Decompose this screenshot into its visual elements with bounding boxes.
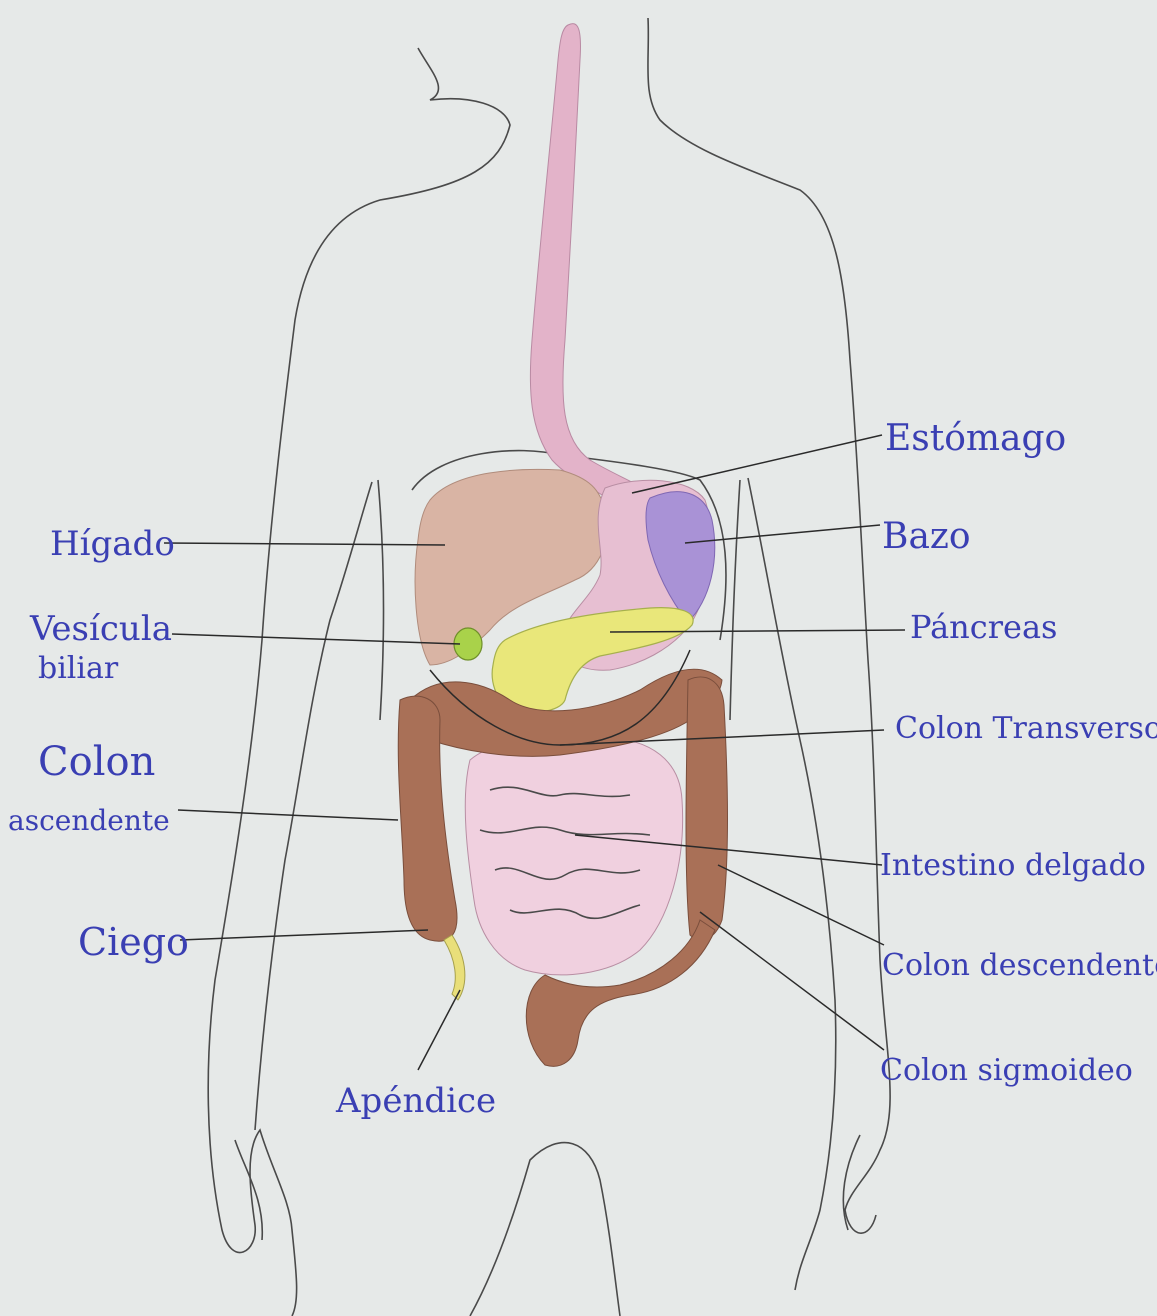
- label-higado: Hígado: [50, 524, 175, 564]
- leader-vesicula: [172, 634, 460, 644]
- leader-ciego: [180, 930, 428, 940]
- leader-higado: [164, 543, 445, 545]
- descending-colon-shape: [686, 677, 728, 940]
- label-ciego: Ciego: [78, 920, 189, 964]
- small-intestine-shape: [465, 737, 682, 975]
- appendix-shape: [444, 935, 465, 1000]
- label-intestino-delgado: Intestino delgado: [880, 848, 1146, 883]
- label-colon-ascendente-line1: Colon: [38, 739, 155, 785]
- label-bazo: Bazo: [882, 516, 971, 557]
- label-vesicula-line2: biliar: [38, 651, 119, 686]
- label-apendice: Apéndice: [335, 1081, 496, 1121]
- label-vesicula-line1: Vesícula: [29, 609, 172, 649]
- label-colon-transverso: Colon Transverso: [895, 711, 1157, 746]
- label-estomago: Estómago: [885, 418, 1066, 459]
- leader-estomago: [632, 435, 882, 493]
- label-colon-sigmoideo: Colon sigmoideo: [880, 1053, 1133, 1088]
- leader-apendice: [418, 990, 460, 1070]
- label-colon-ascendente-line2: ascendente: [8, 804, 170, 837]
- leader-colon-ascendente: [178, 810, 398, 820]
- leader-colon-descendente: [718, 865, 884, 945]
- esophagus-shape: [530, 24, 645, 508]
- leader-colon-sigmoideo: [700, 912, 884, 1050]
- label-colon-descendente: Colon descendente: [882, 948, 1157, 983]
- label-pancreas: Páncreas: [910, 608, 1057, 646]
